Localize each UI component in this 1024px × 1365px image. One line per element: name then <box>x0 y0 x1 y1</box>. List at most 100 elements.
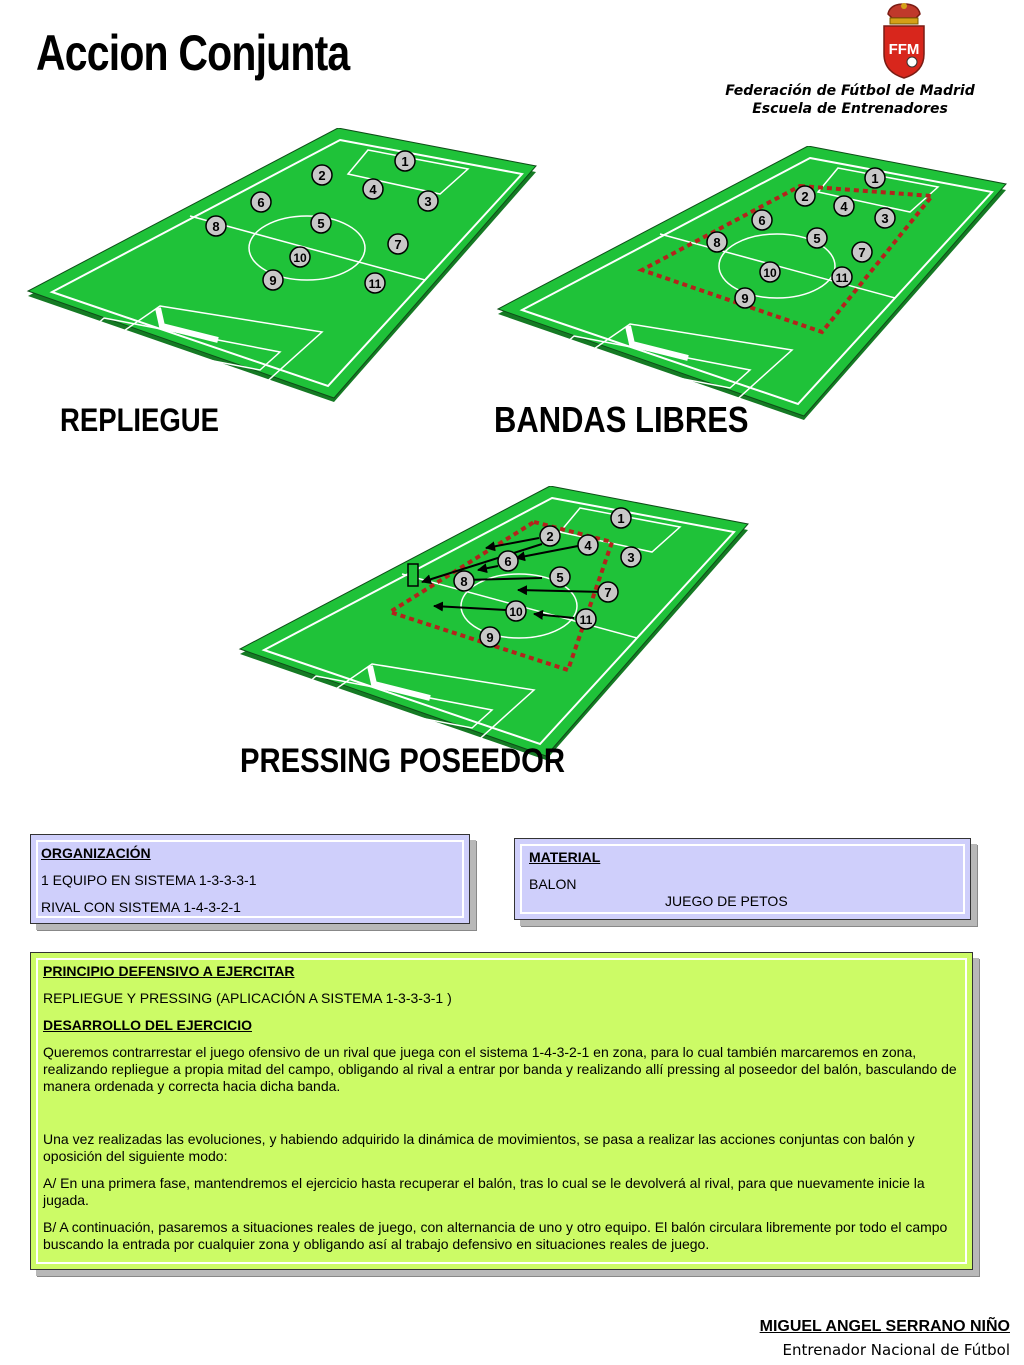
svg-text:7: 7 <box>604 585 611 600</box>
organizacion-line-2: RIVAL CON SISTEMA 1-4-3-2-1 <box>41 899 241 915</box>
svg-text:8: 8 <box>212 219 219 234</box>
material-line-2: JUEGO DE PETOS <box>665 893 788 909</box>
organizacion-line-1: 1 EQUIPO EN SISTEMA 1-3-3-3-1 <box>41 872 257 888</box>
player-4: 4 <box>577 534 599 556</box>
svg-text:2: 2 <box>801 189 808 204</box>
svg-text:11: 11 <box>836 271 849 285</box>
pressing-arrows <box>421 537 605 620</box>
svg-text:11: 11 <box>580 613 593 627</box>
author-role: Entrenador Nacional de Fútbol <box>782 1341 1010 1359</box>
player-7: 7 <box>387 233 409 255</box>
svg-text:9: 9 <box>741 291 748 306</box>
desarrollo-heading: DESARROLLO DEL EJERCICIO <box>43 1017 252 1033</box>
player-11: 11 <box>831 266 853 288</box>
svg-text:10: 10 <box>293 251 307 265</box>
svg-text:11: 11 <box>369 277 382 291</box>
player-4: 4 <box>833 195 855 217</box>
player-3: 3 <box>620 546 642 568</box>
svg-text:3: 3 <box>424 194 431 209</box>
federation-line-2: Escuela de Entrenadores <box>752 101 948 117</box>
desarrollo-paragraph-2: Una vez realizadas las evoluciones, y ha… <box>43 1131 915 1164</box>
crest-text: FFM <box>889 41 920 58</box>
organizacion-heading: ORGANIZACIÓN <box>41 845 151 861</box>
player-2: 2 <box>794 185 816 207</box>
player-1: 1 <box>610 507 632 529</box>
player-7: 7 <box>851 241 873 263</box>
svg-text:2: 2 <box>546 529 553 544</box>
opponent-marker <box>407 563 419 587</box>
field-bandas-libres: 1 2 3 4 5 6 7 8 9 10 11 <box>496 146 1007 420</box>
principio-heading: PRINCIPIO DEFENSIVO A EJERCITAR <box>43 963 295 979</box>
player-10: 10 <box>505 600 527 622</box>
page-title: Accion Conjunta <box>36 25 350 81</box>
player-10: 10 <box>289 246 311 268</box>
svg-text:4: 4 <box>369 182 377 197</box>
player-5: 5 <box>806 227 828 249</box>
player-8: 8 <box>205 215 227 237</box>
player-11: 11 <box>575 608 597 630</box>
author-name: MIGUEL ANGEL SERRANO NIÑO <box>759 1318 1010 1335</box>
players-repliegue: 1 2 3 4 5 6 7 8 9 10 11 <box>205 150 439 294</box>
svg-text:6: 6 <box>257 195 264 210</box>
svg-text:9: 9 <box>486 630 493 645</box>
svg-text:7: 7 <box>394 237 401 252</box>
player-8: 8 <box>706 231 728 253</box>
principio-text: REPLIEGUE Y PRESSING (APLICACIÓN A SISTE… <box>43 990 452 1006</box>
svg-text:3: 3 <box>627 550 634 565</box>
player-10: 10 <box>759 261 781 283</box>
player-5: 5 <box>549 566 571 588</box>
svg-text:8: 8 <box>713 235 720 250</box>
svg-text:10: 10 <box>763 266 777 280</box>
player-6: 6 <box>497 550 519 572</box>
label-bandas-libres: BANDAS LIBRES <box>494 399 749 440</box>
svg-text:4: 4 <box>840 199 848 214</box>
desarrollo-paragraph-4: B/ A continuación, pasaremos a situacion… <box>43 1219 948 1252</box>
player-8: 8 <box>453 570 475 592</box>
svg-text:5: 5 <box>813 231 820 246</box>
svg-text:4: 4 <box>584 538 592 553</box>
svg-text:6: 6 <box>758 213 765 228</box>
player-3: 3 <box>874 207 896 229</box>
player-9: 9 <box>262 269 284 291</box>
desarrollo-paragraph-1: Queremos contrarrestar el juego ofensivo… <box>43 1044 957 1094</box>
svg-text:2: 2 <box>318 168 325 183</box>
svg-text:10: 10 <box>509 605 523 619</box>
desarrollo-paragraph-3: A/ En una primera fase, mantendremos el … <box>43 1175 925 1208</box>
player-6: 6 <box>250 191 272 213</box>
player-3: 3 <box>417 190 439 212</box>
player-7: 7 <box>597 581 619 603</box>
material-heading: MATERIAL <box>529 849 601 865</box>
player-2: 2 <box>311 164 333 186</box>
player-1: 1 <box>394 150 416 172</box>
player-11: 11 <box>364 272 386 294</box>
players-pressing-poseedor: 1 2 3 4 5 6 7 8 9 10 11 <box>453 507 642 648</box>
field-pressing-poseedor: 1 2 3 4 5 6 7 8 9 10 11 <box>238 486 749 760</box>
label-repliegue: REPLIEGUE <box>60 402 220 438</box>
field-repliegue: 1 2 3 4 5 6 7 8 9 10 11 <box>26 128 537 402</box>
federation-crest: FFM <box>883 3 925 79</box>
material-line-1: BALON <box>529 876 577 892</box>
svg-text:1: 1 <box>401 154 408 169</box>
svg-text:5: 5 <box>317 216 324 231</box>
svg-text:6: 6 <box>504 554 511 569</box>
svg-text:7: 7 <box>858 245 865 260</box>
federation-name: Federación de Fútbol de Madrid Escuela d… <box>700 82 1000 118</box>
svg-text:5: 5 <box>556 570 563 585</box>
player-2: 2 <box>539 525 561 547</box>
svg-text:1: 1 <box>617 511 624 526</box>
svg-text:8: 8 <box>460 574 467 589</box>
material-box: MATERIAL BALON JUEGO DE PETOS <box>514 838 971 920</box>
federation-line-1: Federación de Fútbol de Madrid <box>725 83 975 99</box>
players-bandas-libres: 1 2 3 4 5 6 7 8 9 10 11 <box>706 167 896 309</box>
player-9: 9 <box>479 626 501 648</box>
player-4: 4 <box>362 178 384 200</box>
zone-outline <box>637 183 936 335</box>
zone-outline <box>385 519 615 673</box>
player-6: 6 <box>751 209 773 231</box>
player-1: 1 <box>864 167 886 189</box>
label-pressing-poseedor: PRESSING POSEEDOR <box>240 742 565 780</box>
organizacion-box: ORGANIZACIÓN 1 EQUIPO EN SISTEMA 1-3-3-3… <box>30 834 470 924</box>
player-5: 5 <box>310 212 332 234</box>
svg-text:3: 3 <box>881 211 888 226</box>
player-9: 9 <box>734 287 756 309</box>
